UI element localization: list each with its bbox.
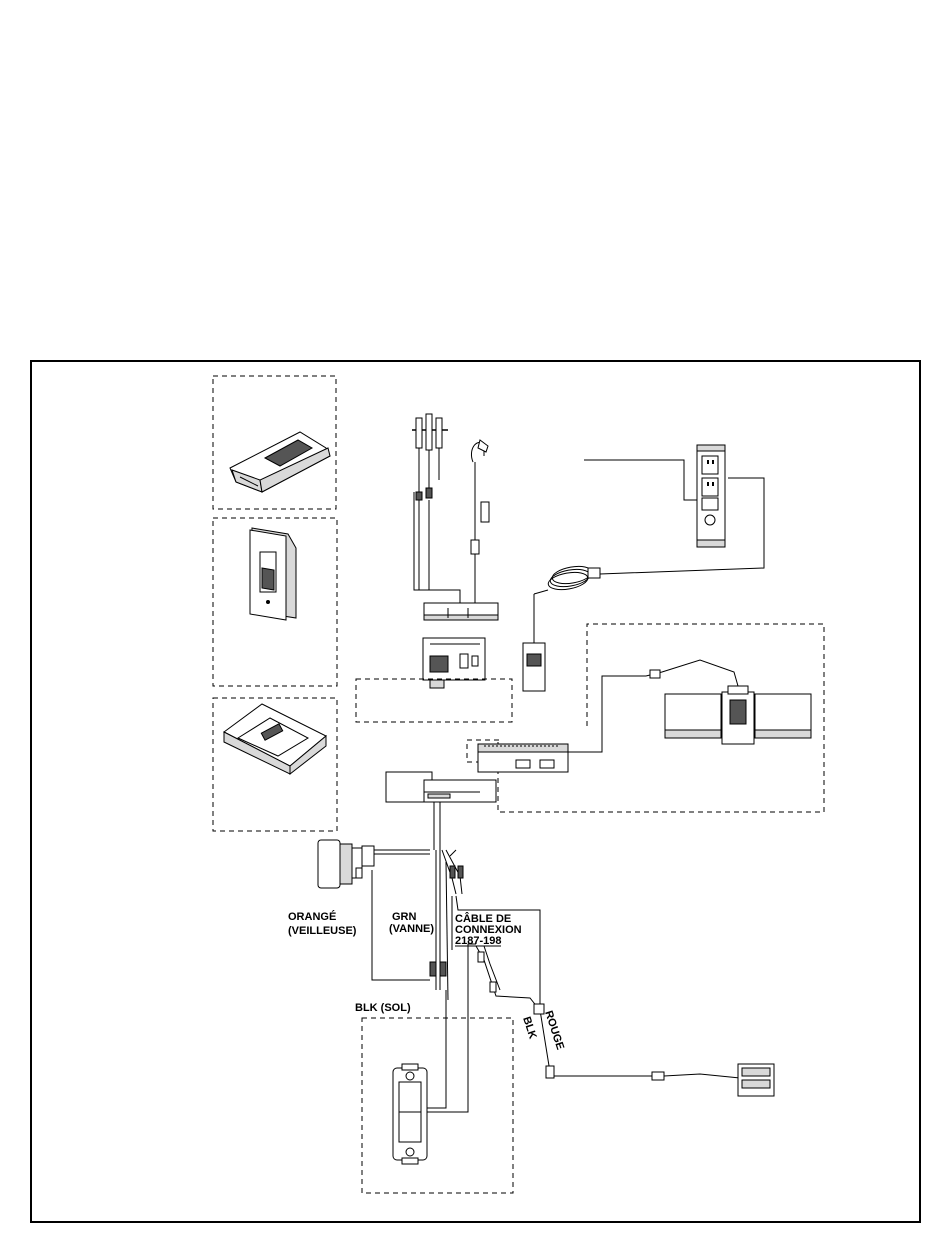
label-cable-number: 2187-198	[455, 935, 502, 947]
gas-valve-icon	[318, 840, 430, 888]
label-blk-sol: BLK (SOL)	[355, 1002, 411, 1014]
receiver-icon	[224, 704, 326, 774]
fan-control-icon	[478, 744, 568, 772]
pilot-assembly-icon	[412, 414, 448, 590]
electrical-outlet-icon	[697, 445, 725, 547]
control-board-icon	[423, 638, 485, 688]
connection-cable-icon	[476, 946, 654, 1078]
label-grn-sub: (VANNE)	[389, 923, 434, 935]
remote-control-icon	[230, 432, 330, 492]
label-orange-sub: (VEILLEUSE)	[288, 925, 357, 937]
cord-coil-icon	[547, 478, 764, 592]
battery-pack-icon	[652, 1064, 774, 1096]
label-grn: GRN	[392, 911, 417, 923]
switch-box	[362, 1018, 513, 1193]
bottom-wall-switch-icon	[393, 1064, 427, 1164]
power-adapter-icon	[471, 440, 489, 606]
label-orange: ORANGÉ	[288, 910, 336, 923]
adapter-plug-icon	[523, 590, 548, 691]
label-blk: BLK	[520, 1015, 538, 1040]
control-module-icon	[424, 603, 498, 620]
blower-icon	[646, 660, 811, 744]
gas-valve-housing-icon	[386, 772, 496, 802]
wall-switch-icon	[250, 528, 296, 620]
